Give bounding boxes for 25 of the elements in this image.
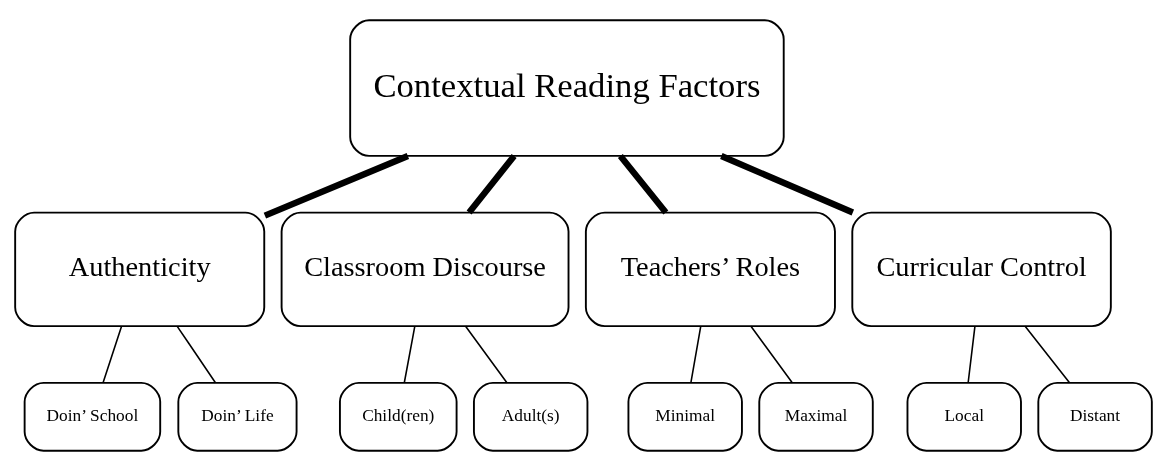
node-box: Minimal	[627, 381, 743, 452]
connector	[102, 325, 123, 384]
node-box: Adult(s)	[473, 381, 589, 452]
connector	[750, 325, 794, 384]
node-box: Distant	[1037, 381, 1153, 452]
node-box: Doin’ School	[23, 381, 162, 452]
connector	[464, 325, 508, 384]
node-box: Doin’ Life	[177, 381, 298, 452]
node-box: Curricular Control	[851, 211, 1112, 327]
connector	[617, 153, 669, 214]
node-box: Classroom Discourse	[280, 211, 570, 327]
connector	[967, 325, 976, 384]
node-box: Maximal	[758, 381, 874, 452]
node-box: Authenticity	[14, 211, 266, 327]
connector	[263, 152, 410, 219]
connector	[403, 325, 416, 384]
node-box: Child(ren)	[339, 381, 458, 452]
connector	[466, 153, 517, 214]
connector	[176, 325, 217, 384]
node-box: Teachers’ Roles	[584, 211, 836, 327]
node-box: Contextual Reading Factors	[349, 18, 785, 157]
connector	[690, 325, 702, 384]
connector	[720, 152, 855, 215]
node-box: Local	[906, 381, 1022, 452]
connector	[1024, 325, 1071, 384]
